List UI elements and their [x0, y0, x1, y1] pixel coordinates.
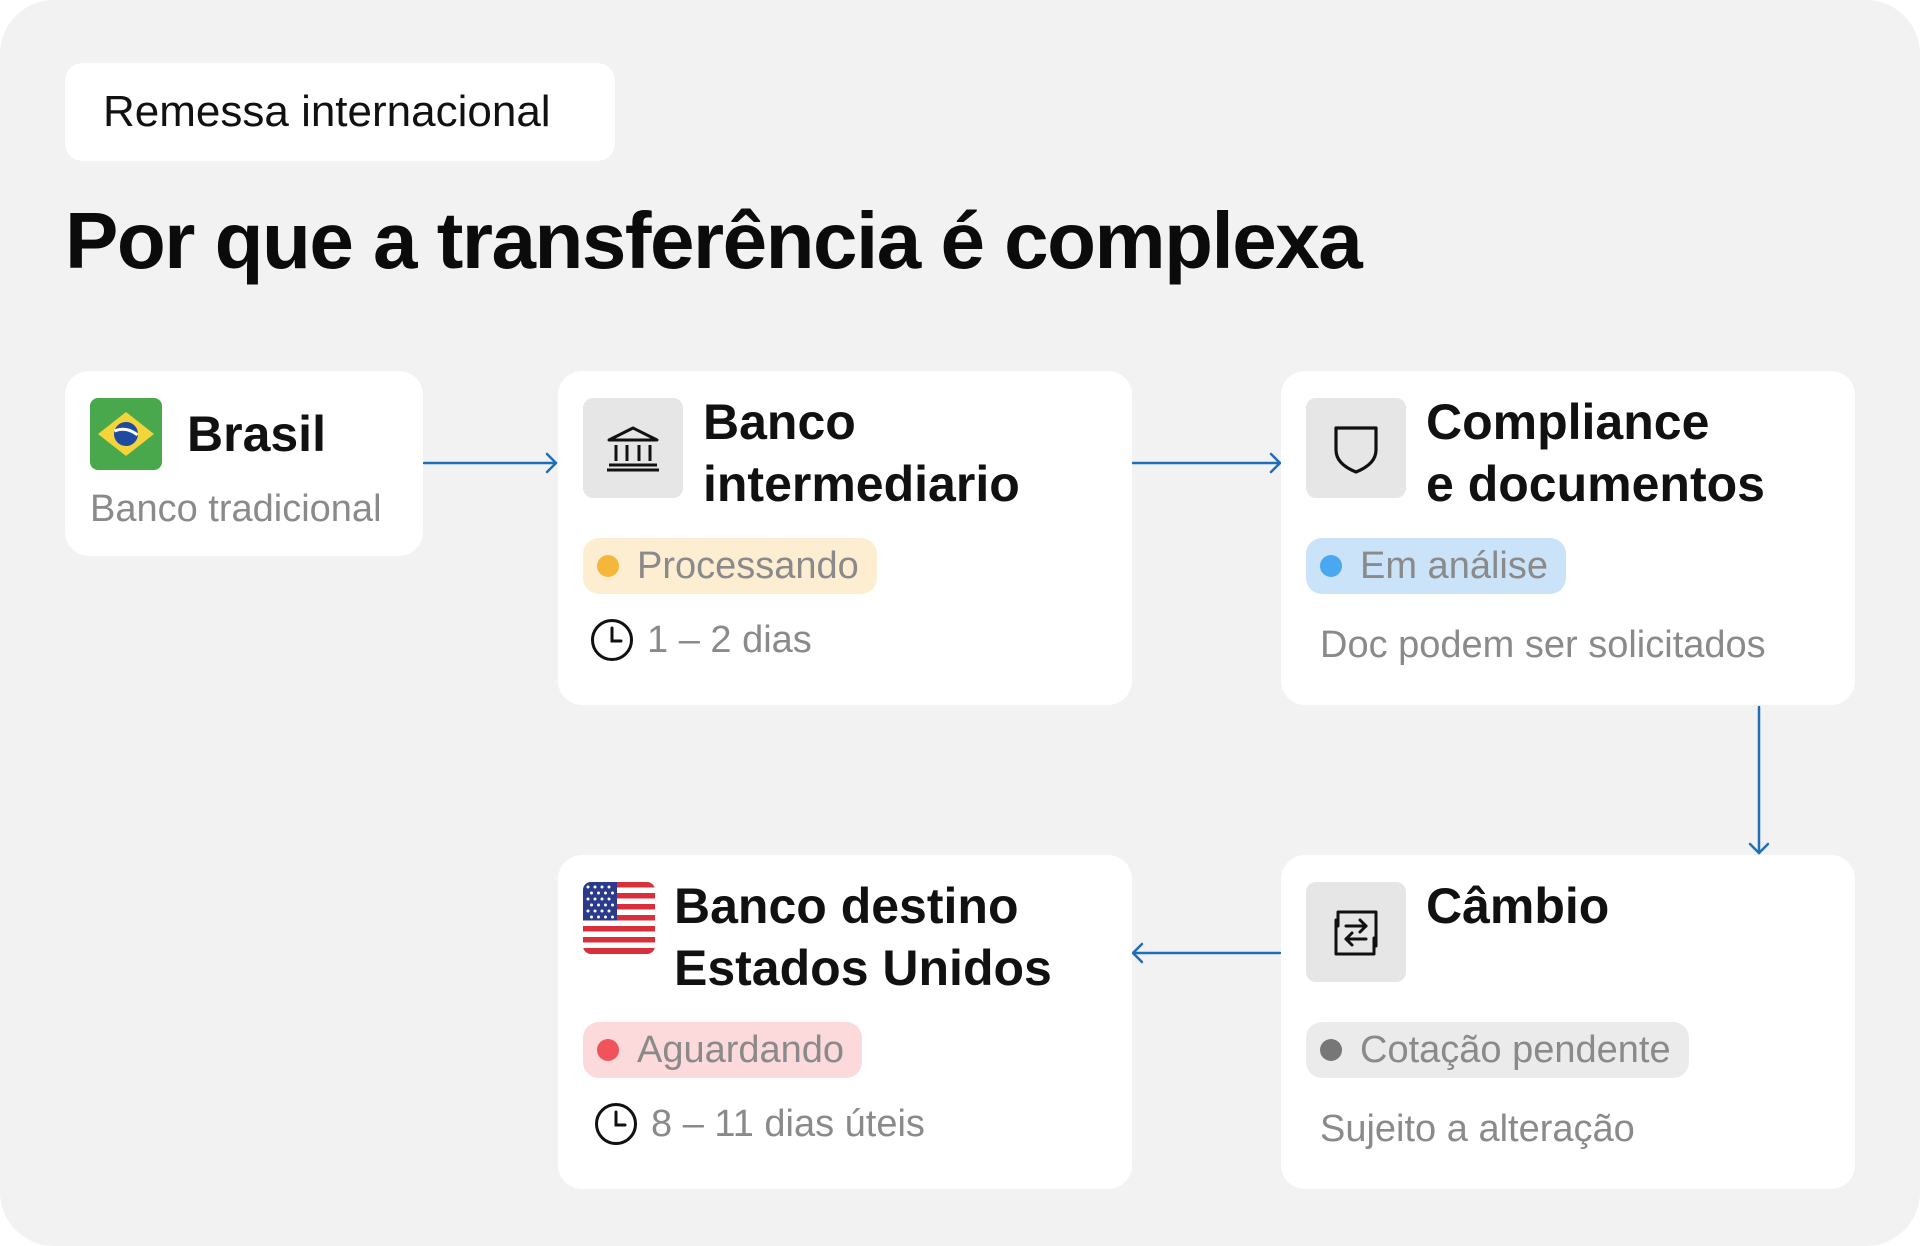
usa-flag-icon — [583, 882, 655, 954]
node-compliance: Compliance e documentos Em análise Doc p… — [1281, 371, 1855, 705]
clock-icon — [595, 1103, 637, 1145]
brazil-flag-icon — [90, 398, 162, 470]
clock-icon — [591, 619, 633, 661]
node-brasil: Brasil Banco tradicional — [65, 371, 423, 556]
status-dot — [597, 555, 619, 577]
node-banco-intermediario-title: Banco intermediario — [703, 394, 1020, 512]
node-brasil-title: Brasil — [187, 406, 326, 462]
exchange-icon — [1306, 882, 1406, 982]
status-dot — [597, 1039, 619, 1061]
node-banco-destino-title: Banco destino Estados Unidos — [674, 878, 1052, 996]
duration-info: 8 – 11 dias úteis — [593, 1101, 925, 1147]
category-tag-label: Remessa internacional — [103, 87, 551, 136]
node-compliance-title: Compliance e documentos — [1426, 394, 1765, 512]
arrow-compliance-to-cambio — [1748, 705, 1770, 855]
arrow-intermediario-to-compliance — [1131, 452, 1282, 474]
status-badge-aguardando: Aguardando — [583, 1022, 863, 1078]
node-cambio: Câmbio Cotação pendente Sujeito a altera… — [1281, 855, 1855, 1189]
arrow-brasil-to-intermediario — [422, 452, 558, 474]
node-cambio-title: Câmbio — [1426, 878, 1610, 934]
node-banco-intermediario: Banco intermediario Processando 1 – 2 di… — [558, 371, 1132, 705]
status-badge-processando: Processando — [583, 538, 877, 594]
node-cambio-note: Sujeito a alteração — [1320, 1108, 1635, 1150]
page-title: Por que a transferência é complexa — [65, 196, 1363, 285]
arrow-cambio-to-destino — [1131, 942, 1282, 964]
shield-icon — [1306, 398, 1406, 498]
status-dot — [1320, 555, 1342, 577]
status-badge-em-analise: Em análise — [1306, 538, 1566, 594]
category-tag: Remessa internacional — [65, 63, 615, 161]
duration-info: 1 – 2 dias — [589, 617, 812, 663]
node-compliance-note: Doc podem ser solicitados — [1320, 624, 1766, 666]
node-brasil-subtitle: Banco tradicional — [90, 488, 382, 530]
status-badge-cotacao-pendente: Cotação pendente — [1306, 1022, 1689, 1078]
node-banco-destino: Banco destino Estados Unidos Aguardando … — [558, 855, 1132, 1189]
bank-icon — [583, 398, 683, 498]
status-dot — [1320, 1039, 1342, 1061]
